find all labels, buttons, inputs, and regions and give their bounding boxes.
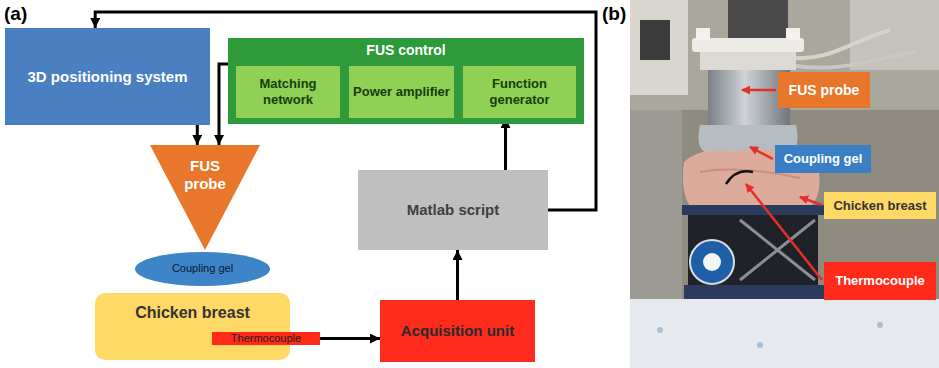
leader-lines: [742, 90, 822, 280]
connector-arrow: [219, 64, 228, 145]
leader-arrow: [800, 197, 822, 205]
jack-knob: [690, 240, 734, 284]
leader-arrow: [746, 184, 822, 280]
sample-box: Chicken breastThermocouple: [95, 293, 290, 360]
node-label: FUS probe: [176, 157, 234, 193]
node-label: Chicken breast: [135, 303, 250, 322]
callout-box: Coupling gel: [775, 145, 871, 173]
node-label: Matlab script: [407, 201, 500, 219]
probe-housing: [728, 0, 788, 40]
cloth-dot: [757, 342, 763, 348]
process-box: Matlab script: [358, 170, 548, 250]
connector-arrow: [196, 125, 199, 145]
text-holder: Matching network: [236, 66, 340, 118]
lab-photo: [630, 0, 939, 368]
text-holder: Acquisition unit: [380, 300, 535, 362]
panel-label: (a): [4, 3, 27, 25]
node-label: FUS probe: [789, 82, 860, 99]
thermocouple-wire: [726, 171, 753, 184]
lab-bench: [630, 110, 682, 300]
connector-arrow: [320, 337, 380, 340]
jack-plate: [682, 205, 824, 215]
photo-ground: [630, 0, 939, 368]
text-holder: Coupling gel: [775, 145, 871, 173]
process-box: 3D positioning system: [5, 28, 210, 125]
text-holder: Thermocouple: [824, 262, 936, 300]
lab-instrument-panel: [640, 20, 670, 60]
sensor-bar: Thermocouple: [212, 332, 320, 345]
jack-base: [684, 285, 824, 299]
process-box: Acquisition unit: [380, 300, 535, 362]
text-holder: Chicken breast: [95, 293, 290, 360]
gel-ellipse: Coupling gel: [135, 252, 270, 286]
leader-arrow: [750, 147, 773, 159]
bench-cloth: [630, 299, 939, 368]
water-tube: [796, 30, 890, 58]
probe-knob: [696, 28, 710, 40]
text-holder: Matlab script: [358, 170, 548, 250]
cloth-dot: [877, 322, 883, 328]
probe-ring: [700, 52, 796, 70]
group-title: FUS control: [366, 42, 445, 59]
text-holder: 3D positioning system: [5, 28, 210, 125]
process-box: Power amplifier: [349, 66, 454, 118]
group-box: FUS controlMatching network Power amplifi…: [228, 38, 584, 124]
panel-label: (b): [602, 3, 626, 25]
callout-box: Thermocouple: [824, 262, 936, 300]
node-label: Matching network: [240, 76, 336, 107]
connector-arrow: [456, 250, 459, 300]
text-holder: Coupling gel: [135, 252, 270, 286]
text-holder: FUS probe: [778, 72, 870, 108]
leader-arrow: [742, 89, 776, 92]
ellipse-shape: [135, 252, 270, 286]
jack-scissor: [740, 220, 815, 280]
lab-shelf: [850, 0, 939, 70]
callout-box: Chicken breast: [824, 192, 936, 219]
node-label: Coupling gel: [784, 151, 863, 167]
lab-instrument: [630, 0, 688, 95]
probe-knob: [786, 28, 800, 40]
text-holder: Chicken breast: [824, 192, 936, 219]
connector-arrow: [504, 118, 507, 170]
process-box: Matching network: [236, 66, 340, 118]
node-label: Coupling gel: [172, 262, 233, 275]
text-column: FUS probe: [176, 157, 234, 193]
callout-box: FUS probe: [778, 72, 870, 108]
process-box: Function generator: [463, 66, 576, 118]
text-holder: FUS probe: [150, 145, 260, 250]
node-label: Thermocouple: [835, 273, 925, 289]
text-holder: Power amplifier: [349, 66, 454, 118]
node-label: Thermocouple: [231, 332, 301, 345]
node-label: Acquisition unit: [401, 322, 514, 340]
probe-cap: [692, 38, 804, 52]
probe-triangle: FUS probe: [150, 145, 260, 250]
node-label: 3D positioning system: [27, 68, 187, 86]
lab-wall: [630, 0, 939, 110]
node-label: Power amplifier: [353, 84, 450, 100]
water-tube: [796, 52, 915, 68]
triangle-shape: [150, 145, 260, 250]
node-label: Chicken breast: [833, 198, 926, 214]
cloth-dot: [657, 327, 663, 333]
node-label: Function generator: [467, 76, 572, 107]
text-holder: Function generator: [463, 66, 576, 118]
jack-knob-logo: [703, 253, 721, 271]
text-holder: Thermocouple: [212, 332, 320, 345]
